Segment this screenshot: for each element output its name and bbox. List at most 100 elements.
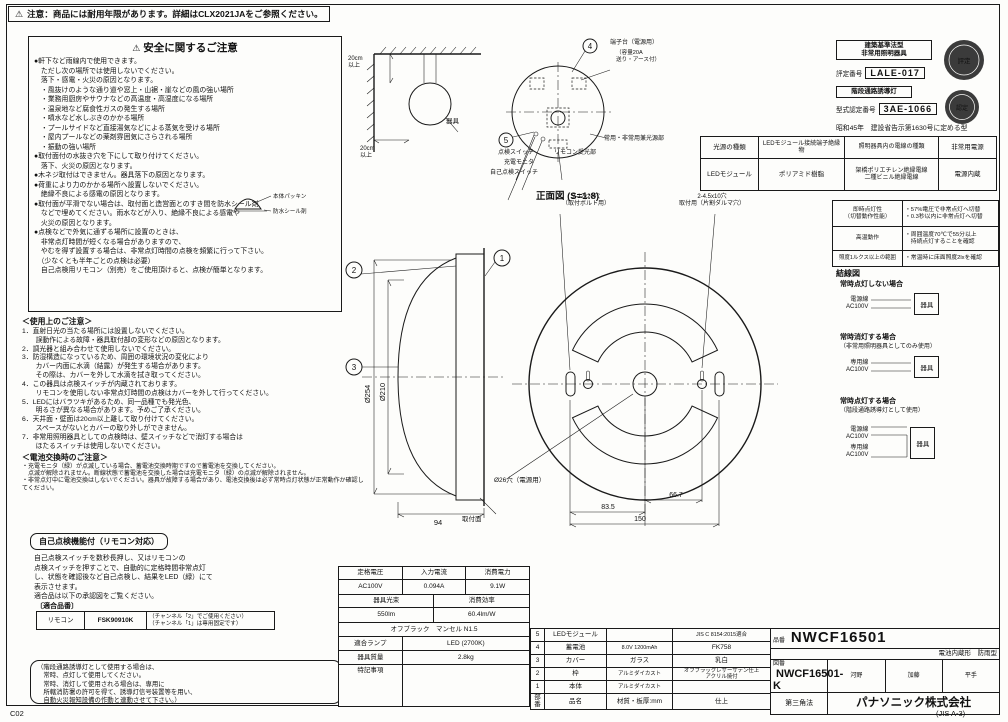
- parts-row-5: 5 LEDモジュール JIS C 8154:2015適合: [530, 628, 771, 642]
- diameter-dims: [373, 259, 452, 495]
- power-value: 9.1W: [465, 579, 530, 595]
- part-name: 蓄電池: [544, 641, 607, 655]
- remote-model-cell: FSK90910K: [84, 611, 147, 630]
- svg-text:2: 2: [352, 266, 357, 275]
- svg-text:1: 1: [500, 254, 505, 263]
- callout-2: 2: [345, 261, 457, 279]
- terminal-sub-label: （容量20A 送り・アース付）: [616, 50, 661, 63]
- parts-header-row: 部番 品名 材質・板厚:mm 仕上: [530, 693, 771, 710]
- wiring1-supply-label: 電源線 AC100V: [846, 296, 869, 310]
- efficacy-value: 60.4lm/W: [433, 607, 530, 623]
- rating-number-value: LALE-017: [865, 67, 925, 79]
- wiring3-supply1-label: 電源線 AC100V: [846, 426, 869, 440]
- emergency-power-header: 非常用電源: [938, 136, 997, 159]
- current-value: 0.094A: [401, 579, 467, 595]
- model-cell: 品番 NWCF16501: [770, 628, 1000, 649]
- clearance-dim-horizontal: 20cm 以上: [360, 146, 375, 159]
- approver-3: 平手: [941, 658, 1001, 694]
- bolt-slot-left: [565, 371, 576, 397]
- part-no: 1: [530, 680, 545, 695]
- usage-notes: ＜使用上のご注意＞ 1．直射日光の当たる場所には設置しないでください。 誤動作に…: [22, 316, 362, 452]
- check-switch-label: 点検スイッチ: [498, 150, 535, 156]
- remote-receiver-label: リモコン受光部: [554, 150, 597, 156]
- wiring-diagram-2: 専用線 AC100V 器具: [846, 355, 940, 379]
- illuminance-value: ・常温時に床面照度2lxを確認: [902, 250, 999, 267]
- drawing-number-label: 図番: [773, 661, 786, 667]
- part-note: FK758: [672, 641, 771, 655]
- bolt-slot-label: 2-12x20穴 （取付ボルト用）: [561, 194, 610, 207]
- wiring1-fixture-box: 器具: [914, 293, 940, 315]
- part-name: 枠: [544, 666, 607, 682]
- seal-sealant-label: 防水シール剤: [273, 207, 307, 215]
- lifetime-notice-text: 注意：商品には耐用年限があります。詳細はCLX2021JAをご参照ください。: [27, 9, 323, 19]
- monitor-dot: [540, 136, 546, 142]
- ceiling-wall-lines: [373, 53, 481, 152]
- wire-type-value: 架橋ポリエチレン絶縁電線 二種ビニル絶縁電線: [844, 158, 939, 191]
- part-note-header: 仕上: [672, 693, 771, 710]
- selfcheck-feature-badge: 自己点検機能付（リモコン対応）: [30, 533, 168, 550]
- front-view-drawing: 66.7 83.5 150: [507, 213, 778, 528]
- wiring3-lines: [871, 426, 908, 458]
- part-material: ガラス: [606, 654, 673, 668]
- wiring3-fixture-box: 器具: [910, 427, 936, 459]
- power-supply-hole: [632, 371, 658, 397]
- part-no: 4: [530, 641, 545, 655]
- hatching: [366, 46, 477, 143]
- terminal-block-left: [529, 77, 545, 90]
- type-approval-value: 3AE-1066: [878, 103, 938, 115]
- weight-value: 2.8kg: [401, 650, 531, 665]
- rating-stamp-icon: 評定: [944, 40, 984, 80]
- company-name: パナソニック株式会社: [827, 692, 1000, 716]
- current-header: 入力電流: [401, 566, 467, 580]
- battery-lines: ・充電モニタ（緑）が点滅している場合、蓄電池交換時期ですので蓄電池を交換してくだ…: [22, 464, 364, 492]
- wiring1-lines: [871, 299, 912, 309]
- clearance-dim-vertical: 20cm 以上: [348, 56, 363, 69]
- lower-light-window: [571, 405, 719, 465]
- parts-row-3: 3 カバー ガラス 乳白: [530, 654, 771, 668]
- bolt-slot-right: [714, 371, 725, 397]
- wiring-section-title: 結線図: [836, 269, 860, 278]
- bottom-dims: [569, 390, 720, 528]
- outer-diameter-dim: Ø254: [363, 385, 372, 403]
- warning-icon: ⚠: [15, 8, 24, 19]
- parts-row-4: 4 蓄電池 8.0V 1200mAh FK758: [530, 641, 771, 655]
- part-material: [606, 628, 673, 642]
- svg-text:5: 5: [504, 136, 509, 145]
- wiring2-lines: [871, 362, 912, 372]
- keyhole-right: [697, 379, 707, 389]
- callout-1: 1: [484, 249, 511, 277]
- parts-row-1: 1 本体 アルミダイカスト: [530, 680, 771, 695]
- lamp-header: 適合ランプ: [338, 636, 403, 651]
- warning-icon: ⚠: [132, 43, 141, 53]
- source-header: 光源の種類: [700, 136, 759, 159]
- svg-text:認定: 認定: [956, 104, 968, 112]
- type-approval-row: 型式認定番号 3AE-1066: [836, 103, 938, 115]
- part-name: 本体: [544, 680, 607, 695]
- power-header: 消費電力: [465, 566, 530, 580]
- parts-row-2: 2 枠 アルミダイカスト オフブラックレザーサテン仕上 アクリル焼付: [530, 666, 771, 682]
- rating-number-label: 評定番号: [836, 71, 863, 78]
- wiring2-subtitle: （非常用照明器具としてのみ使用）: [840, 344, 936, 350]
- depth-dim: [397, 502, 485, 518]
- svg-text:4: 4: [588, 42, 593, 51]
- front-view-caption: 正面図 (S=1:8): [536, 191, 600, 202]
- safety-title: ⚠ 安全に関するご注意: [132, 42, 238, 54]
- part-material: アルミダイカスト: [606, 680, 673, 695]
- compatible-models-title: 〔適合品番〕: [36, 603, 78, 610]
- part-note: [672, 680, 771, 695]
- keyhole-left: [583, 379, 593, 389]
- model-number: NWCF16501: [790, 629, 887, 647]
- high-temp-value: ・周囲温度70℃で55分以上 持続点灯することを確認: [902, 226, 999, 251]
- battery-notes: ＜電池交換時のご注意＞ ・充電モニタ（緑）が点滅している場合、蓄電池交換時期です…: [22, 452, 366, 493]
- seal-packing-label: 本体パッキン: [273, 192, 307, 200]
- mounting-face-label: 取付面: [462, 516, 482, 523]
- usage-title: ＜使用上のご注意＞: [22, 317, 93, 326]
- fixture-label: 器具: [446, 118, 459, 125]
- check-switch-dot: [533, 131, 539, 137]
- terminal-label: 端子台（電源用）: [610, 40, 659, 46]
- wiring3-title: 常時点灯する場合: [840, 398, 896, 405]
- drawing-number-value: NWCF16501-K: [773, 667, 844, 693]
- part-name-header: 品名: [544, 693, 607, 710]
- wiring2-fixture-box: 器具: [914, 356, 940, 378]
- part-material-header: 材質・板厚:mm: [606, 693, 673, 710]
